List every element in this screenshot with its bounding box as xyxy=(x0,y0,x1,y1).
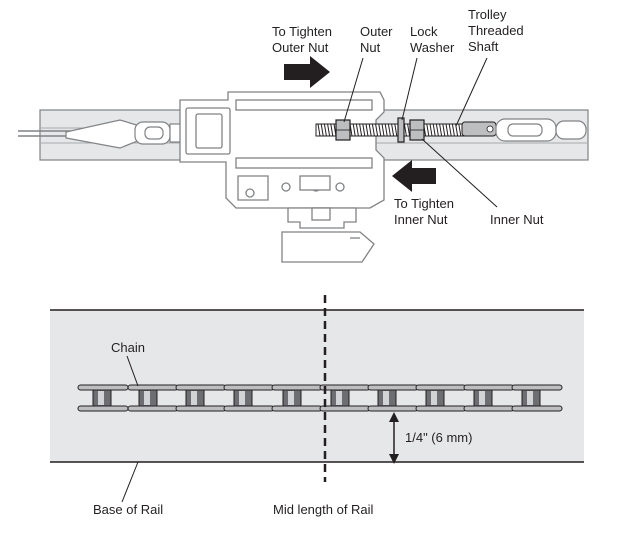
chain-roller-highlight xyxy=(336,391,342,405)
chain-plate-bottom xyxy=(319,405,371,412)
tighten-outer-label: To Tighten Outer Nut xyxy=(272,24,332,56)
chain-plate-top xyxy=(367,384,419,391)
thread-line xyxy=(317,123,321,137)
chain-roller-highlight xyxy=(239,391,245,405)
thread-line xyxy=(445,123,449,137)
top-rail-assembly xyxy=(18,56,589,263)
thread-line xyxy=(435,123,439,137)
chain-roller-highlight xyxy=(144,391,150,405)
label-line: Trolley xyxy=(468,7,507,22)
chain-plate-top xyxy=(319,384,371,391)
lock-washer xyxy=(397,117,405,143)
trolley-shaft-label: Trolley Threaded Shaft xyxy=(468,7,524,55)
thread-line xyxy=(368,123,372,137)
lock-washer-label: Lock Washer xyxy=(410,24,454,56)
thread-line xyxy=(381,123,385,137)
chain-roller-highlight xyxy=(479,391,485,405)
trolley-body xyxy=(179,91,385,209)
arrow-left-icon xyxy=(392,160,436,192)
label-line: Outer Nut xyxy=(272,40,329,55)
chain-plate-top xyxy=(77,384,129,391)
inner-nut-label: Inner Nut xyxy=(490,212,544,227)
chain-label: Chain xyxy=(111,340,145,355)
label-line: To Tighten xyxy=(272,24,332,39)
thread-line xyxy=(394,123,398,137)
thread-line xyxy=(327,123,331,137)
thread-line xyxy=(439,123,443,137)
chain-roller-highlight xyxy=(98,391,104,405)
chain-plate-bottom xyxy=(77,405,129,412)
chain-plate-bottom xyxy=(271,405,323,412)
thread-line xyxy=(432,123,436,137)
label-line: Outer xyxy=(360,24,393,39)
thread-line xyxy=(448,123,452,137)
thread-line xyxy=(330,123,334,137)
thread-line xyxy=(458,123,462,137)
thread-line xyxy=(391,123,395,137)
mid-length-label: Mid length of Rail xyxy=(273,502,374,517)
chain-roller-highlight xyxy=(383,391,389,405)
bottom-leader-lines xyxy=(121,355,139,503)
chain-plate-bottom xyxy=(223,405,275,412)
chain-plate-bottom xyxy=(367,405,419,412)
chain-plate-top xyxy=(511,384,563,391)
chain-plate-bottom xyxy=(415,405,467,412)
chain-plate-top xyxy=(223,384,275,391)
chain-plate-top xyxy=(175,384,227,391)
chain-roller-highlight xyxy=(288,391,294,405)
chain-roller-highlight xyxy=(191,391,197,405)
chain-roller-highlight xyxy=(527,391,533,405)
chain-plate-top xyxy=(127,384,179,391)
chain-plate-top xyxy=(271,384,323,391)
thread-line xyxy=(320,123,324,137)
measurement-arrow xyxy=(389,412,399,464)
arrow-right-icon xyxy=(284,56,330,88)
thread-line xyxy=(407,123,411,137)
label-line: Lock xyxy=(410,24,438,39)
thread-line xyxy=(352,123,356,137)
label-line: Inner Nut xyxy=(394,212,448,227)
chain-plate-bottom xyxy=(127,405,179,412)
thread-line xyxy=(355,123,359,137)
thread-line xyxy=(323,123,327,137)
thread-line xyxy=(371,123,375,137)
thread-line xyxy=(365,123,369,137)
label-line: Threaded xyxy=(468,23,524,38)
thread-line xyxy=(455,123,459,137)
right-connector xyxy=(495,118,587,142)
tighten-inner-label: To Tighten Inner Nut xyxy=(394,196,454,228)
thread-line xyxy=(387,123,391,137)
chain xyxy=(77,384,563,412)
thread-line xyxy=(375,123,379,137)
outer-nut-label: Outer Nut xyxy=(360,24,393,56)
thread-line xyxy=(442,123,446,137)
bottom-rail-section xyxy=(50,295,584,503)
leader-lines xyxy=(343,57,498,208)
measurement-label: 1/4" (6 mm) xyxy=(405,430,473,445)
thread-line xyxy=(429,123,433,137)
chain-plate-top xyxy=(463,384,515,391)
thread-line xyxy=(451,123,455,137)
thread-line xyxy=(362,123,366,137)
thread-line xyxy=(378,123,382,137)
thread-line xyxy=(359,123,363,137)
chain-roller-highlight xyxy=(431,391,437,405)
chain-plate-top xyxy=(415,384,467,391)
chain-plate-bottom xyxy=(463,405,515,412)
label-line: Shaft xyxy=(468,39,499,54)
label-line: Washer xyxy=(410,40,455,55)
label-line: Nut xyxy=(360,40,381,55)
thread-line xyxy=(426,123,430,137)
thread-line xyxy=(384,123,388,137)
base-of-rail-label: Base of Rail xyxy=(93,502,164,517)
thread-line xyxy=(403,123,407,137)
label-line: To Tighten xyxy=(394,196,454,211)
chain-plate-bottom xyxy=(511,405,563,412)
trolley-handle xyxy=(281,207,375,263)
chain-plate-bottom xyxy=(175,405,227,412)
